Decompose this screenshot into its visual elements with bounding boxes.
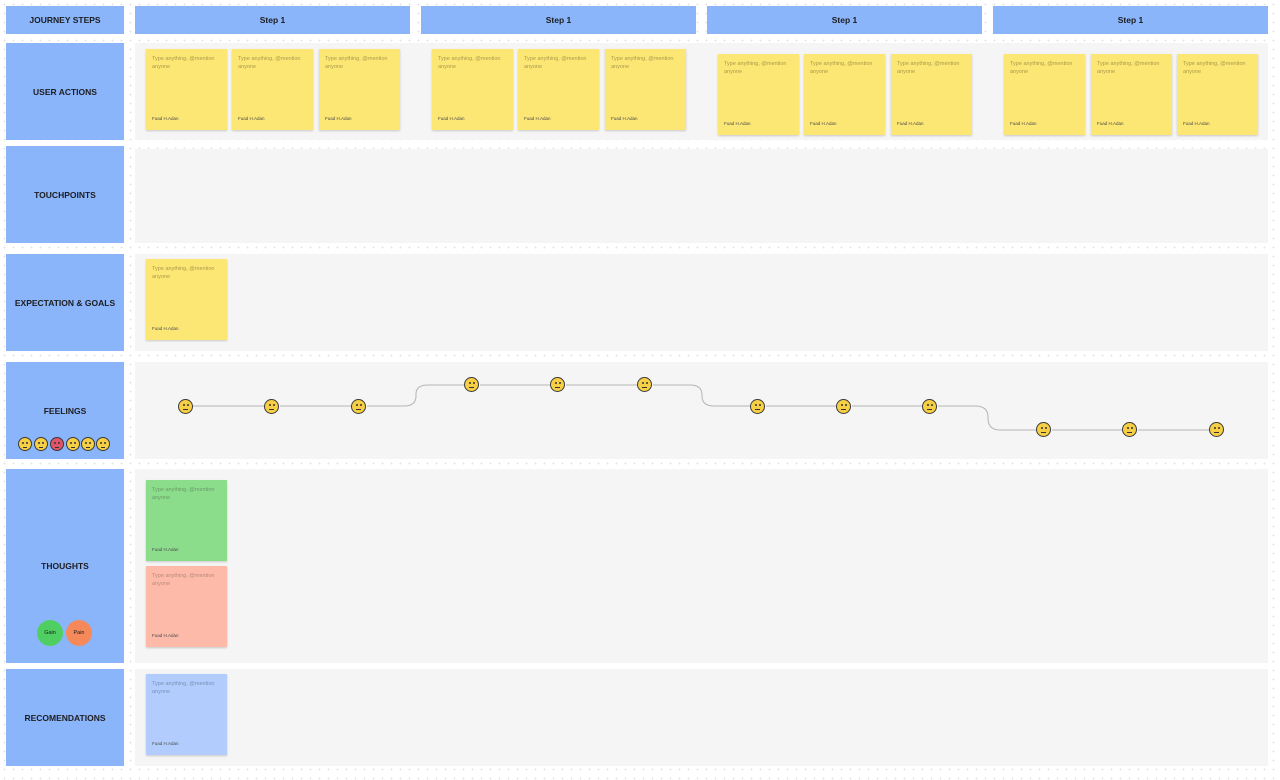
neutral-face-icon[interactable] — [637, 377, 652, 392]
neutral-face-icon — [66, 437, 80, 451]
slightly-smiling-face-icon — [96, 437, 110, 451]
lane-expectation-goals — [135, 254, 1268, 351]
lane-feelings — [135, 362, 1268, 459]
neutral-face-icon[interactable] — [836, 399, 851, 414]
pain-legend-badge: Pain — [66, 620, 92, 646]
row-label-user-actions: USER ACTIONS — [6, 43, 124, 140]
frowning-face-icon — [81, 437, 95, 451]
lane-thoughts — [135, 469, 1268, 663]
step-header-1[interactable]: Step 1 — [135, 6, 410, 34]
journey-steps-header: JOURNEY STEPS — [6, 6, 124, 34]
neutral-face-icon[interactable] — [178, 399, 193, 414]
neutral-face-icon[interactable] — [1036, 422, 1051, 437]
row-label-touchpoints: TOUCHPOINTS — [6, 146, 124, 243]
row-label-expectation-goals: EXPECTATION & GOALS — [6, 254, 124, 351]
lane-touchpoints — [135, 149, 1268, 243]
step-header-2[interactable]: Step 1 — [421, 6, 696, 34]
step-header-3[interactable]: Step 1 — [707, 6, 982, 34]
row-label-recommendations: RECOMENDATIONS — [6, 669, 124, 766]
angry-devil-face-icon — [50, 437, 64, 451]
step-header-4[interactable]: Step 1 — [993, 6, 1268, 34]
neutral-face-icon — [34, 437, 48, 451]
row-label-thoughts: THOUGHTS — [6, 469, 124, 663]
gain-legend-badge: Gain — [37, 620, 63, 646]
cold-sweat-face-icon — [18, 437, 32, 451]
neutral-face-icon[interactable] — [464, 377, 479, 392]
neutral-face-icon[interactable] — [1209, 422, 1224, 437]
neutral-face-icon[interactable] — [750, 399, 765, 414]
neutral-face-icon[interactable] — [351, 399, 366, 414]
lane-recommendations — [135, 669, 1268, 766]
neutral-face-icon[interactable] — [1122, 422, 1137, 437]
neutral-face-icon[interactable] — [264, 399, 279, 414]
neutral-face-icon[interactable] — [550, 377, 565, 392]
neutral-face-icon[interactable] — [922, 399, 937, 414]
